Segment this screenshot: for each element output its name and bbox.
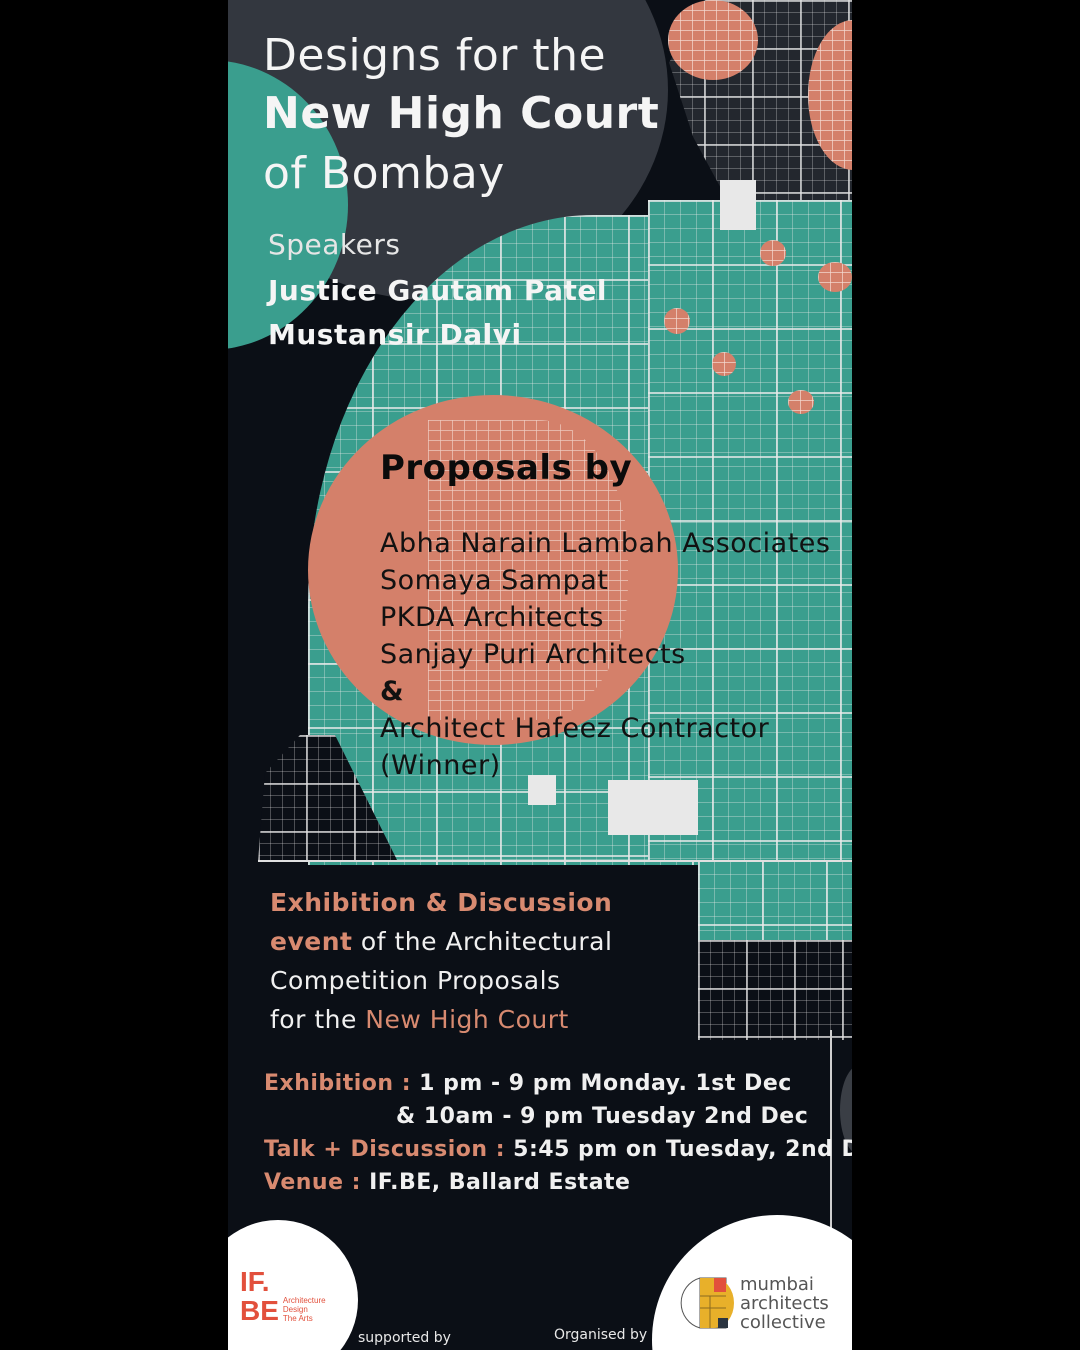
schedule-exhibition-2: & 10am - 9 pm Tuesday 2nd Dec — [396, 1104, 809, 1129]
schedule-talk: Talk + Discussion : 5:45 pm on Tuesday, … — [264, 1137, 852, 1162]
map-dot — [712, 352, 736, 376]
map-block — [528, 775, 556, 805]
speaker-name: Justice Gautam Patel — [268, 274, 607, 307]
city-map-teal-lower — [698, 860, 852, 940]
schedule-label: Exhibition : — [264, 1071, 420, 1096]
mac-logo-mark-icon — [680, 1277, 734, 1329]
event-text: for the — [270, 1005, 366, 1034]
event-line-3: Competition Proposals — [270, 966, 561, 995]
event-heading: Exhibition & Discussion — [270, 888, 613, 917]
ifbe-tagline: Architecture — [282, 1296, 326, 1305]
schedule-exhibition: Exhibition : 1 pm - 9 pm Monday. 1st Dec — [264, 1071, 792, 1096]
proposal-item: Architect Hafeez Contractor — [380, 713, 770, 744]
map-divider — [258, 860, 852, 862]
schedule-value: 1 pm - 9 pm Monday. 1st Dec — [419, 1071, 792, 1096]
map-dot — [788, 390, 814, 414]
ifbe-tagline: The Arts — [282, 1314, 313, 1323]
mac-logo-text: architects — [740, 1292, 829, 1314]
map-block — [608, 780, 698, 835]
schedule-venue: Venue : IF.BE, Ballard Estate — [264, 1170, 630, 1195]
organised-by-label: Organised by — [554, 1327, 648, 1343]
ifbe-mark-bottom: BE — [240, 1295, 279, 1326]
schedule-label: Talk + Discussion : — [264, 1137, 514, 1162]
map-dot — [760, 240, 786, 266]
salmon-map-overlay — [428, 420, 628, 720]
event-word: event — [270, 927, 353, 956]
proposal-item: Somaya Sampat — [380, 565, 609, 596]
map-dot — [818, 262, 852, 292]
vertical-rule — [830, 1030, 832, 1240]
speakers-label: Speakers — [268, 228, 401, 261]
proposal-item: PKDA Architects — [380, 602, 604, 633]
event-poster: Designs for the New High Court of Bombay… — [228, 0, 852, 1350]
title-line-3: of Bombay — [263, 148, 505, 199]
schedule-value: 5:45 pm on Tuesday, 2nd Dec — [513, 1137, 852, 1162]
schedule-value: IF.BE, Ballard Estate — [369, 1170, 631, 1195]
event-highlight: New High Court — [365, 1005, 569, 1034]
mac-logo-text: mumbai — [740, 1273, 814, 1295]
map-dot — [664, 308, 690, 334]
proposal-item: & — [380, 676, 405, 707]
proposals-heading: Proposals by — [380, 448, 633, 488]
mac-logo: mumbai architects collective — [680, 1274, 829, 1332]
map-block — [720, 180, 756, 230]
speaker-name: Mustansir Dalvi — [268, 318, 522, 351]
mac-logo-text: collective — [740, 1311, 826, 1333]
proposal-winner: (Winner) — [380, 750, 501, 781]
title-line-2: New High Court — [263, 88, 660, 139]
ifbe-tagline: Design — [282, 1305, 308, 1314]
map-dot — [668, 0, 758, 80]
city-map-lower-right — [698, 940, 852, 1040]
event-text: of the Architectural — [352, 927, 613, 956]
proposal-item: Sanjay Puri Architects — [380, 639, 686, 670]
event-line-4: for the New High Court — [270, 1005, 569, 1034]
ifbe-logo: IF. BE Architecture Design The Arts — [240, 1268, 326, 1326]
ifbe-mark-top: IF. — [240, 1266, 270, 1297]
proposal-item: Abha Narain Lambah Associates — [380, 528, 831, 559]
title-line-1: Designs for the — [263, 30, 607, 81]
event-line-2: event of the Architectural — [270, 927, 612, 956]
supported-by-label: supported by — [358, 1330, 451, 1346]
grey-half-circle — [840, 1065, 852, 1155]
schedule-label: Venue : — [264, 1170, 370, 1195]
